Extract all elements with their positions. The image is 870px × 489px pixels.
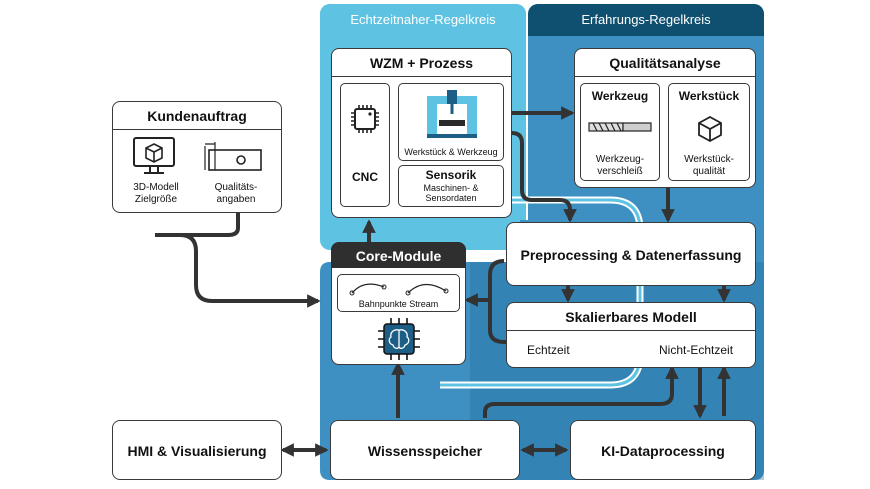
workpiece-tool-box: Werkstück & Werkzeug — [398, 83, 504, 161]
tool-wear-title: Werkzeug — [591, 89, 649, 103]
knowledge-store-title: Wissensspeicher — [367, 443, 483, 459]
workpiece-quality-title: Werkstück — [678, 89, 740, 103]
path-curves-icon — [349, 283, 449, 296]
workpiece-quality-label: Werkstück- qualität — [684, 154, 734, 177]
tool-wear-box: Werkzeug Werkzeug- verschleiß — [580, 83, 660, 181]
arrow-knowledge-to-model — [483, 365, 679, 418]
realtime-loop-title: Echtzeitnaher-Regelkreis — [350, 12, 496, 27]
scalable-model-box: Skalierbares Modell Echtzeit Nicht-Echtz… — [506, 302, 756, 368]
customer-order-box: Kundenauftrag 3D-Modell Zielgröße Qualit… — [112, 101, 282, 213]
path-stream-label: Bahnpunkte Stream — [358, 299, 439, 309]
chip-icon — [351, 105, 379, 133]
realtime-loop-header — [320, 4, 526, 34]
quality-analysis-box: Qualitätsanalyse Werkzeug Werkzeug- vers… — [574, 48, 756, 188]
preprocessing-box: Preprocessing & Datenerfassung — [506, 222, 756, 286]
quality-spec-label: Qualitäts- angaben — [214, 182, 258, 205]
scalable-model-title: Skalierbares Modell — [565, 309, 697, 325]
hmi-title: HMI & Visualisierung — [127, 443, 267, 459]
workpiece-quality-box: Werkstück Werkstück- qualität — [668, 83, 750, 181]
customer-order-title: Kundenauftrag — [147, 108, 247, 124]
ai-chip-icon — [378, 318, 420, 360]
cnc-box: CNC — [340, 83, 390, 207]
milling-tool-icon — [588, 122, 652, 132]
knowledge-store-box: Wissensspeicher — [330, 420, 520, 480]
machine-process-title: WZM + Prozess — [369, 55, 474, 71]
arrow-order-to-core — [155, 233, 321, 308]
workpiece-tool-label: Werkstück & Werkzeug — [404, 147, 498, 157]
monitor-cube-icon — [133, 137, 175, 174]
tool-wear-label: Werkzeug- verschleiß — [595, 154, 645, 177]
realtime-label: Echtzeit — [527, 343, 570, 357]
arrow-model-to-core — [488, 259, 508, 344]
core-module-box: Core-Module Bahnpunkte Stream — [331, 242, 466, 365]
ki-dataprocessing-title: KI-Dataprocessing — [601, 443, 725, 459]
cnc-label: CNC — [352, 170, 378, 184]
sensor-box: Sensorik Maschinen- & Sensordaten — [398, 165, 504, 207]
dimension-drawing-icon — [204, 142, 262, 171]
cube-icon — [698, 115, 722, 143]
arrow-sensor-to-preprocessing — [502, 131, 577, 223]
model-target-label: 3D-Modell Zielgröße — [133, 182, 179, 205]
preprocessing-title: Preprocessing & Datenerfassung — [520, 247, 742, 263]
experience-loop-title: Erfahrungs-Regelkreis — [581, 12, 711, 27]
ki-dataprocessing-box: KI-Dataprocessing — [570, 420, 756, 480]
core-module-header — [331, 242, 466, 268]
hmi-box: HMI & Visualisierung — [112, 420, 282, 480]
machine-tool-icon — [427, 90, 477, 138]
core-module-title: Core-Module — [355, 248, 442, 264]
quality-analysis-title: Qualitätsanalyse — [609, 55, 721, 71]
sensor-title: Sensorik — [425, 168, 477, 182]
path-stream-box: Bahnpunkte Stream — [337, 274, 460, 312]
non-realtime-label: Nicht-Echtzeit — [659, 343, 734, 357]
machine-process-box: WZM + Prozess CNC Werkstück & Werkzeug S… — [331, 48, 512, 218]
sensor-subtitle: Maschinen- & Sensordaten — [423, 183, 479, 203]
